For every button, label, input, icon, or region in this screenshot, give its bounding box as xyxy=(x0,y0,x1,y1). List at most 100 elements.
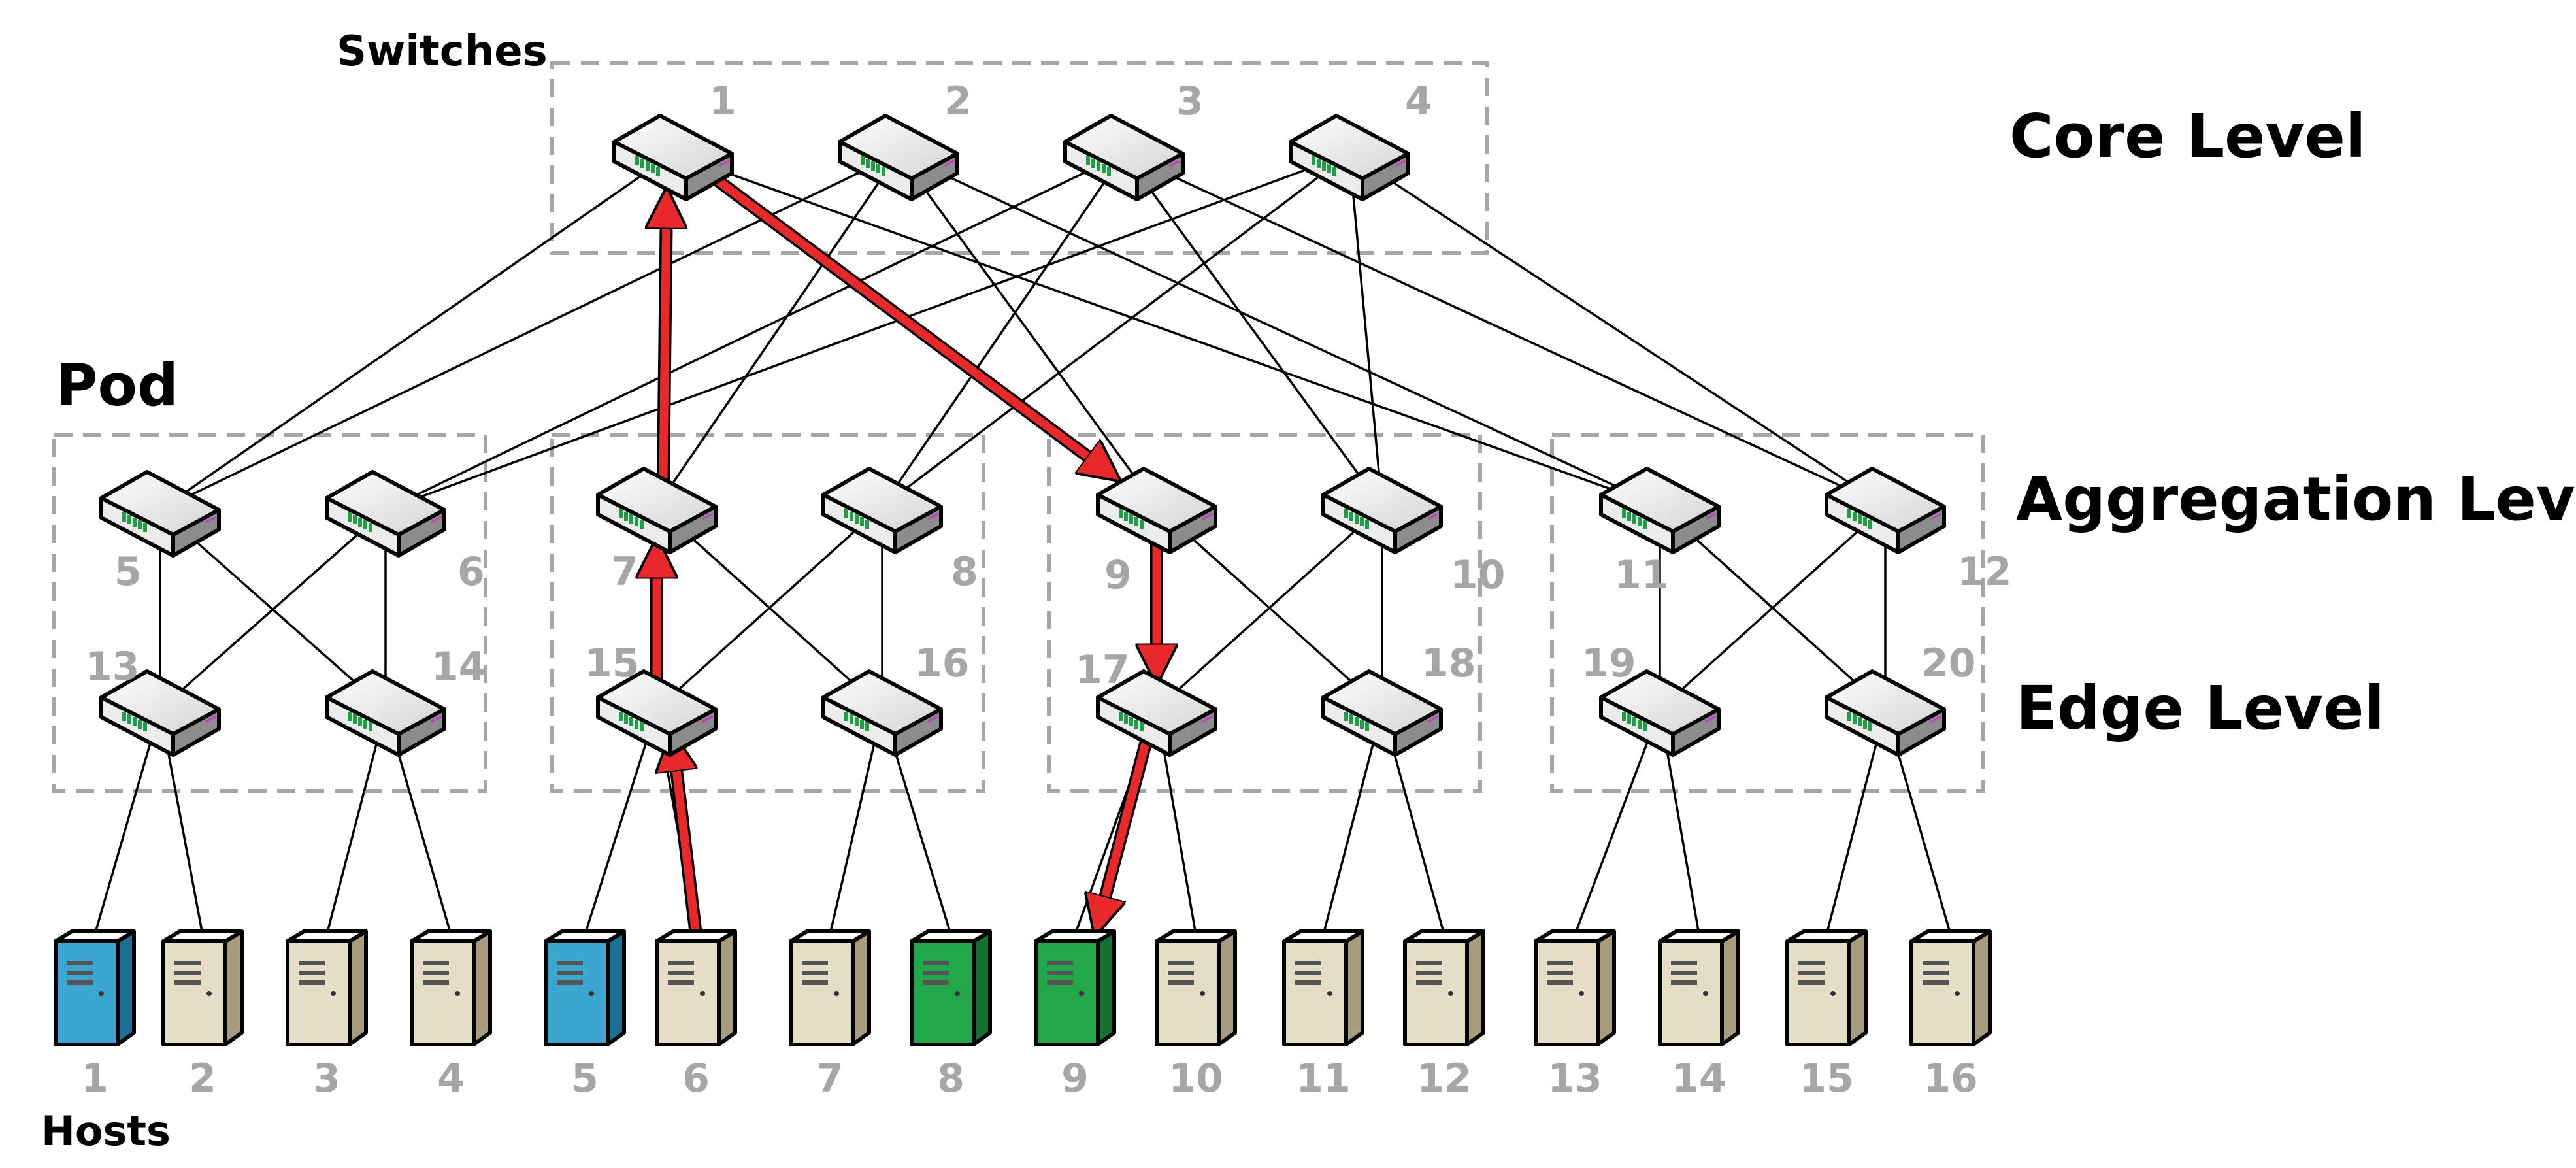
host-12 xyxy=(1403,929,1485,1046)
aggregation-switch-number: 11 xyxy=(1614,552,1669,598)
host-number: 13 xyxy=(1547,1056,1602,1101)
aggregation-switch-number: 12 xyxy=(1957,549,2012,595)
edge-host-link xyxy=(93,709,161,935)
agg-edge-link xyxy=(159,509,387,710)
host-number: 10 xyxy=(1168,1056,1223,1101)
host-11 xyxy=(1282,929,1364,1046)
core-switch-2 xyxy=(838,114,959,201)
host-number: 1 xyxy=(81,1056,108,1101)
core-switch-1 xyxy=(612,114,734,201)
host-number: 7 xyxy=(816,1056,844,1101)
host-number: 15 xyxy=(1799,1056,1854,1101)
core-switches-box xyxy=(550,61,1489,255)
host-number: 9 xyxy=(1061,1056,1089,1101)
core-agg-link xyxy=(881,152,1351,508)
core-agg-link xyxy=(898,152,1660,508)
pod-4-box xyxy=(1550,433,1985,793)
edge-switch-number: 17 xyxy=(1075,647,1130,693)
aggregation-level-label: Aggregation Level xyxy=(2016,464,2576,534)
host-number: 16 xyxy=(1923,1056,1978,1101)
core-agg-link xyxy=(655,153,900,507)
pod-label: Pod xyxy=(56,352,178,419)
host-number: 11 xyxy=(1296,1056,1351,1101)
edge-host-link xyxy=(325,709,387,935)
path-agg7-to-core1 xyxy=(663,199,667,481)
path-host6-to-edge15 xyxy=(673,742,701,935)
pod-3-box xyxy=(1047,433,1482,793)
core-agg-link xyxy=(159,152,674,511)
edge-level-label: Edge Level xyxy=(2016,673,2385,743)
core-switch-number: 4 xyxy=(1405,78,1432,124)
host-7 xyxy=(789,929,871,1046)
host-number: 3 xyxy=(313,1056,340,1101)
host-number: 8 xyxy=(937,1056,965,1101)
host-4 xyxy=(410,929,492,1046)
edge-host-link xyxy=(829,709,883,935)
edge-switch-number: 16 xyxy=(915,641,970,686)
host-number: 14 xyxy=(1672,1056,1726,1101)
core-switch-3 xyxy=(1063,114,1185,201)
aggregation-switch-number: 5 xyxy=(114,549,142,595)
hosts-label: Hosts xyxy=(41,1107,171,1155)
edge-switch-number: 18 xyxy=(1421,641,1476,686)
switches-label: Switches xyxy=(337,27,548,76)
aggregation-switch-number: 7 xyxy=(611,549,638,595)
agg-edge-link xyxy=(1155,505,1383,710)
core-agg-link xyxy=(159,152,899,511)
edge-switch-16 xyxy=(821,669,943,757)
core-switch-number: 2 xyxy=(944,78,972,124)
agg-edge-link xyxy=(1659,505,1887,710)
edge-switch-13 xyxy=(99,669,221,757)
aggregation-switch-number: 8 xyxy=(951,549,978,595)
edge-host-link xyxy=(1574,709,1661,935)
agg-edge-link xyxy=(655,505,883,710)
host-2 xyxy=(161,929,244,1046)
core-agg-link xyxy=(881,153,1125,507)
edge-switch-number: 13 xyxy=(85,644,140,690)
switches-layer xyxy=(99,114,1946,757)
core-switch-4 xyxy=(1289,114,1410,201)
host-13 xyxy=(1534,929,1616,1046)
edge-host-link xyxy=(584,709,658,935)
core-switch-number: 1 xyxy=(709,78,736,124)
edge-host-link xyxy=(1322,709,1383,935)
host-number: 2 xyxy=(189,1056,216,1101)
edge-switch-number: 15 xyxy=(585,641,640,686)
edge-switch-18 xyxy=(1321,669,1443,757)
host-8 xyxy=(910,929,992,1046)
pod-2-box xyxy=(550,433,985,793)
aggregation-switch-5 xyxy=(99,470,221,558)
host-number: 12 xyxy=(1417,1056,1472,1101)
core-agg-link xyxy=(672,152,1660,508)
aggregation-switch-6 xyxy=(325,470,446,558)
host-10 xyxy=(1155,929,1237,1046)
core-switch-number: 3 xyxy=(1176,78,1204,124)
host-16 xyxy=(1909,929,1992,1046)
host-15 xyxy=(1785,929,1868,1046)
path-core1-to-agg9 xyxy=(710,173,1111,474)
aggregation-switch-number: 10 xyxy=(1451,552,1506,598)
edge-switch-15 xyxy=(596,669,718,757)
core-agg-link xyxy=(1123,152,1383,508)
edge-switch-14 xyxy=(325,669,446,757)
aggregation-switch-8 xyxy=(821,467,943,554)
core-agg-link xyxy=(1123,152,1886,508)
core-agg-link xyxy=(385,152,1350,511)
edge-switch-number: 14 xyxy=(431,644,486,690)
host-14 xyxy=(1658,929,1740,1046)
core-agg-link xyxy=(1348,153,1383,507)
host-number: 4 xyxy=(437,1056,465,1101)
host-3 xyxy=(286,929,368,1046)
host-5 xyxy=(544,929,626,1046)
core-agg-link xyxy=(897,152,1158,508)
edge-switch-19 xyxy=(1599,669,1721,757)
edge-switch-17 xyxy=(1096,669,1217,757)
highlighted-path xyxy=(657,171,1157,935)
host-number: 5 xyxy=(571,1056,599,1101)
aggregation-switch-9 xyxy=(1096,467,1217,554)
core-level-label: Core Level xyxy=(2009,101,2366,171)
host-1 xyxy=(54,929,136,1046)
hosts-layer xyxy=(54,929,1992,1046)
aggregation-switch-11 xyxy=(1599,467,1721,554)
